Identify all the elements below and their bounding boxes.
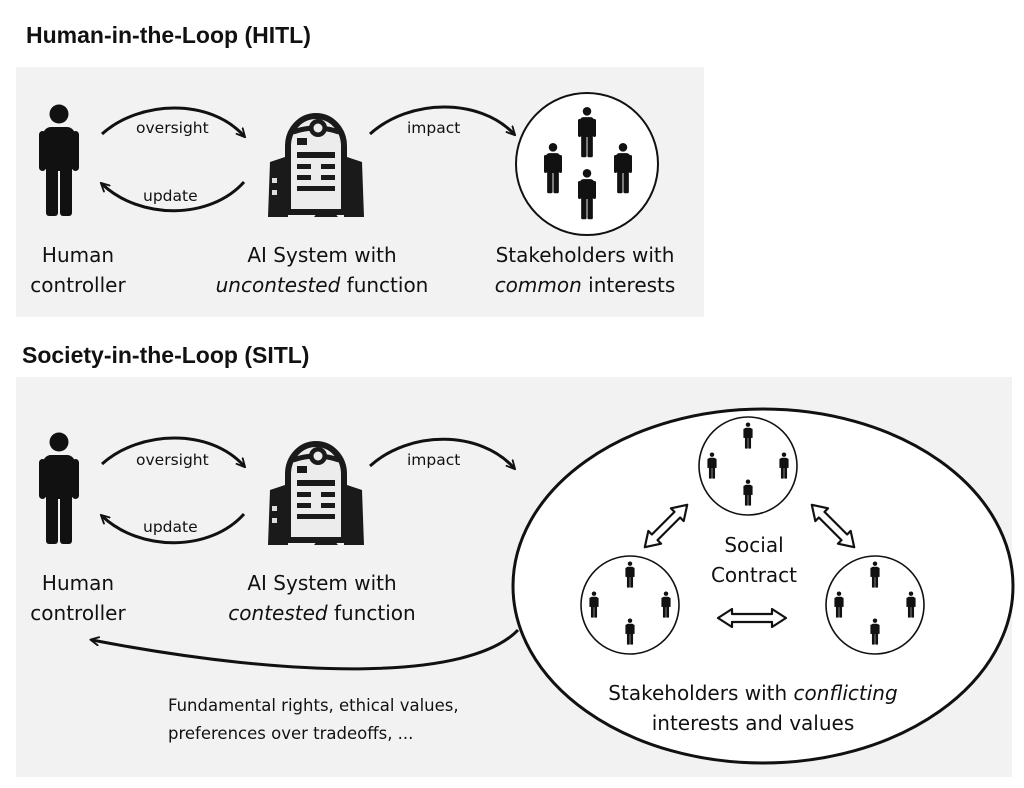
sitl-human-controller-label: Human controller	[30, 571, 126, 625]
sitl-robot-icon	[268, 444, 364, 545]
hitl-oversight-arrow	[101, 106, 244, 136]
double-arrow-icon-left	[643, 503, 689, 549]
sitl-ai-system-label: AI System with contested function	[228, 571, 416, 625]
hitl-update-arrow	[102, 180, 246, 213]
hitl-impact-label: impact	[407, 119, 461, 137]
sitl-society-ellipse	[511, 407, 1015, 765]
sitl-feedback-arrow	[92, 628, 520, 671]
sitl-social-contract-label: Social Contract	[710, 533, 798, 587]
hitl-update-label: update	[143, 187, 198, 205]
sitl-title: Society-in-the-Loop (SITL)	[22, 342, 310, 368]
sitl-human-person-icon	[39, 432, 79, 544]
hitl-title: Human-in-the-Loop (HITL)	[26, 22, 311, 48]
hitl-ai-system-label: AI System with uncontested function	[215, 243, 429, 297]
double-arrow-icon-bottom	[716, 607, 788, 629]
sitl-stakeholders-label: Stakeholders with conflicting interests …	[608, 681, 898, 735]
sitl-oversight-label: oversight	[136, 451, 209, 469]
double-arrow-icon-right	[810, 503, 856, 549]
sitl-group-right-circle	[825, 555, 925, 655]
sitl-impact-arrow	[368, 437, 514, 468]
sitl-feedback-label: Fundamental rights, ethical values, pref…	[168, 696, 459, 743]
sitl-update-label: update	[143, 518, 198, 536]
sitl-group-left-circle	[580, 555, 680, 655]
sitl-oversight-arrow	[101, 436, 244, 466]
sitl-group-top-circle	[698, 416, 798, 516]
hitl-stakeholder-circle	[515, 92, 659, 236]
hitl-impact-arrow	[368, 105, 514, 134]
hitl-oversight-label: oversight	[136, 119, 209, 137]
hitl-stakeholders-label: Stakeholders with common interests	[494, 243, 676, 297]
sitl-impact-label: impact	[407, 451, 461, 469]
hitl-human-controller-label: Human controller	[30, 243, 126, 297]
sitl-update-arrow	[102, 512, 246, 545]
